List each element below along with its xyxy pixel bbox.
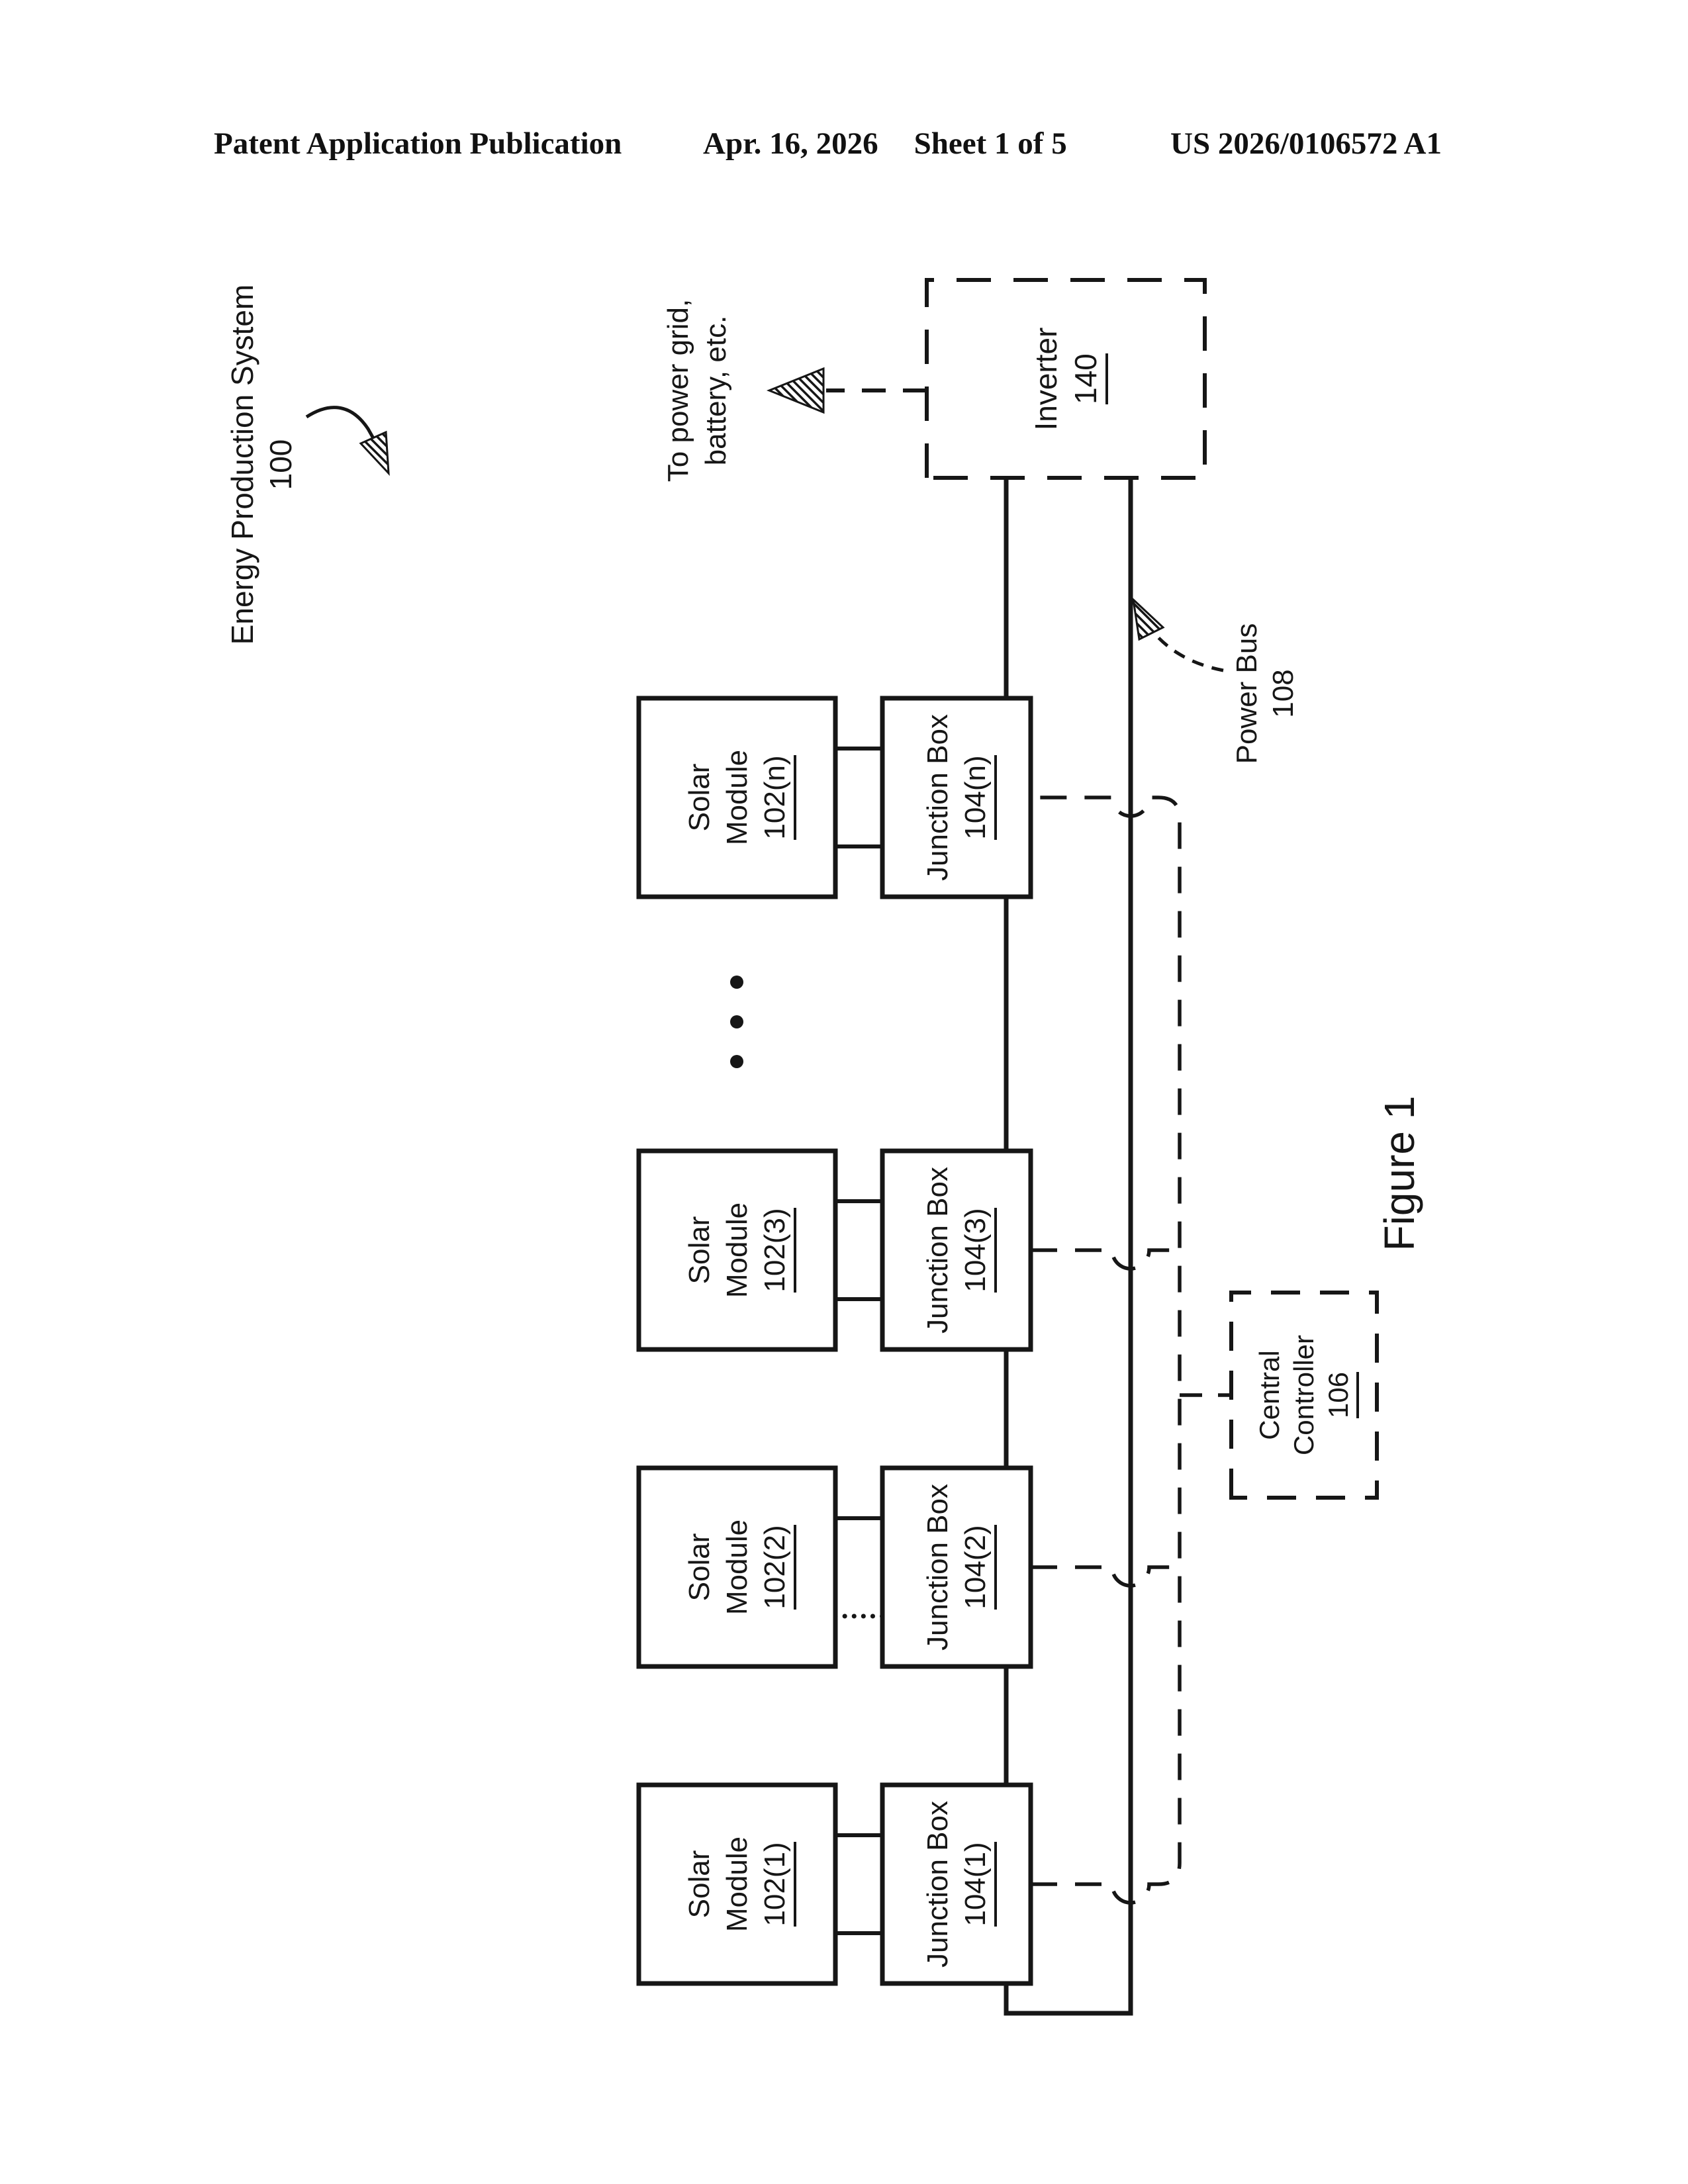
junction-2-ref: 104(2) [959, 1525, 997, 1610]
solar-box-n [636, 696, 838, 899]
solar-box-2 [636, 1465, 838, 1669]
solar-2-line2: Module [721, 1519, 753, 1615]
power-grid-label: To power grid, battery, etc. [659, 238, 735, 543]
junction-1-ref: 104(1) [959, 1842, 997, 1927]
junction-box-2 [880, 1465, 1033, 1669]
junction-box-3 [880, 1148, 1033, 1352]
system-label-title: Energy Production System [225, 284, 259, 645]
controller-box-outline [1229, 1291, 1379, 1500]
comm-bus-dashed-line [1031, 796, 1182, 1905]
comm-tap-junction-2 [1031, 1565, 1180, 1588]
solar-box-3 [636, 1148, 838, 1352]
module-junction-connectors [833, 747, 885, 1935]
grid-arrow-head-icon [766, 367, 825, 414]
junction-n-ref: 104(n) [959, 755, 997, 840]
inverter-ref: 140 [1068, 353, 1108, 404]
power-grid-label-line2: battery, etc. [700, 315, 732, 466]
power-bus-pointer-arrow-icon [1131, 596, 1165, 641]
solar-n-line2: Module [721, 749, 753, 846]
solar-1-line2: Module [721, 1836, 753, 1933]
junction-boxes [880, 696, 1033, 1986]
solar-n-line1: Solar [683, 763, 716, 832]
publication-title: Patent Application Publication [214, 126, 622, 161]
solar-3-ref: 102(3) [759, 1208, 796, 1293]
junction-box-1 [880, 1782, 1033, 1986]
junction-3-ref: 104(3) [959, 1208, 997, 1293]
header-date-sheet: Apr. 16, 2026 Sheet 1 of 5 [703, 126, 1067, 161]
continuation-dots-icon [730, 976, 743, 1068]
solar-box-1 [636, 1782, 838, 1986]
solar-3-line1: Solar [683, 1216, 716, 1285]
controller-label: Central Controller 106 [1231, 1293, 1377, 1498]
junction-3-title: Junction Box [921, 1167, 954, 1334]
solar-2-line1: Solar [683, 1533, 716, 1602]
solar-module-1-label: Solar Module 102(1) [639, 1785, 835, 1983]
power-bus-ref: 108 [1267, 669, 1299, 718]
junction-box-n [880, 696, 1033, 899]
sheet-number: Sheet 1 of 5 [914, 126, 1067, 161]
junction-3-label: Junction Box 104(3) [882, 1151, 1031, 1349]
inverter-box-outline [925, 278, 1207, 480]
solar-1-ref: 102(1) [759, 1842, 796, 1927]
system-pointer-arrow-icon [359, 430, 390, 477]
solar-module-2-label: Solar Module 102(2) [639, 1468, 835, 1666]
junction-1-title: Junction Box [921, 1801, 954, 1968]
junction-n-title: Junction Box [921, 714, 954, 881]
power-grid-label-line1: To power grid, [662, 298, 694, 482]
controller-ref: 106 [1323, 1371, 1359, 1419]
power-bus-label: Power Bus 108 [1229, 612, 1301, 776]
solar-2-ref: 102(2) [759, 1525, 796, 1610]
inverter-title: Inverter [1029, 327, 1063, 431]
system-label: Energy Production System 100 [223, 261, 300, 668]
junction-2-title: Junction Box [921, 1484, 954, 1651]
solar-3-line2: Module [721, 1202, 753, 1298]
publication-date: Apr. 16, 2026 [703, 126, 878, 161]
junction-2-label: Junction Box 104(2) [882, 1468, 1031, 1666]
publication-number: US 2026/0106572 A1 [1170, 126, 1442, 161]
system-label-ref: 100 [263, 439, 298, 490]
solar-1-line1: Solar [683, 1850, 716, 1919]
comm-tap-junction-3 [1031, 1248, 1180, 1271]
solar-module-boxes [636, 696, 838, 1986]
power-bus-title: Power Bus [1231, 623, 1263, 764]
junction-1-label: Junction Box 104(1) [882, 1785, 1031, 1983]
inverter-label: Inverter 140 [927, 280, 1205, 478]
controller-line2: Controller [1288, 1334, 1319, 1456]
junction-n-label: Junction Box 104(n) [882, 698, 1031, 897]
controller-line1: Central [1254, 1350, 1285, 1440]
solar-n-ref: 102(n) [759, 755, 796, 840]
solar-module-3-label: Solar Module 102(3) [639, 1151, 835, 1349]
figure-caption: Figure 1 [1376, 1095, 1423, 1251]
solar-module-n-label: Solar Module 102(n) [639, 698, 835, 897]
